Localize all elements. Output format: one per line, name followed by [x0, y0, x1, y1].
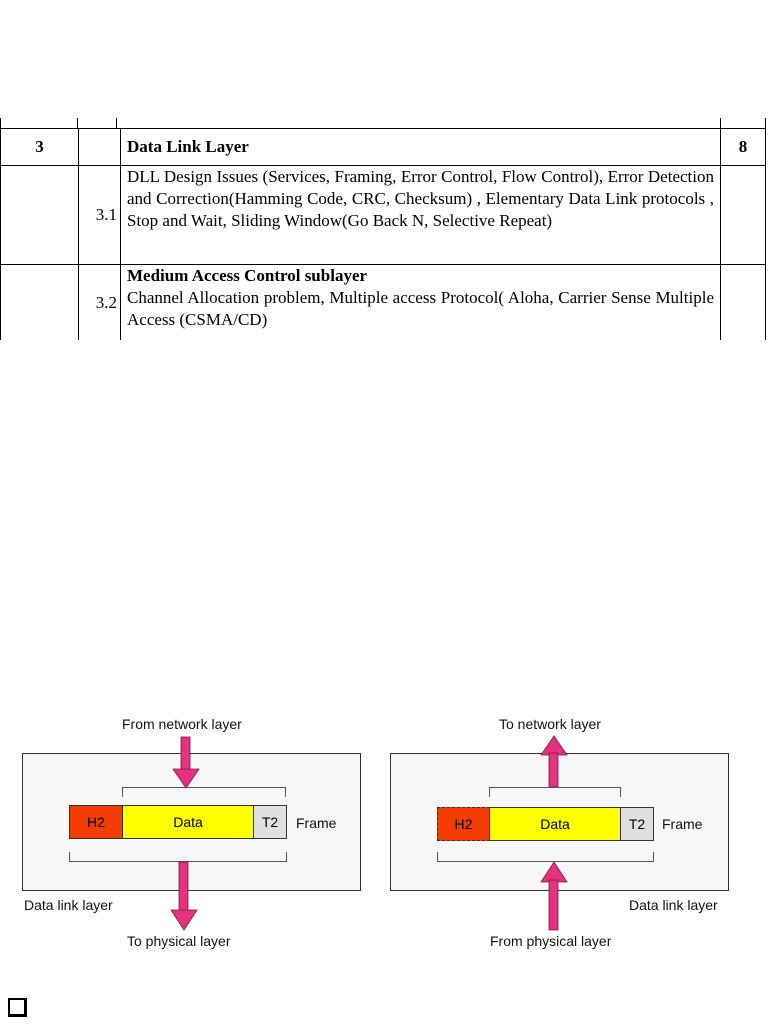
- to-network-layer-label: To network layer: [499, 716, 601, 732]
- table-cut-off: [0, 340, 768, 346]
- empty-cell: [720, 264, 766, 341]
- data-segment: Data: [489, 807, 621, 841]
- topic-body: DLL Design Issues (Services, Framing, Er…: [127, 167, 714, 230]
- data-segment: Data: [122, 805, 254, 839]
- module-hours: 8: [720, 128, 766, 166]
- down-arrow-icon: [172, 736, 200, 789]
- from-network-layer-label: From network layer: [122, 716, 242, 732]
- trailer-t2: T2: [253, 805, 287, 839]
- header-h2: H2: [69, 805, 123, 839]
- empty-cell: [720, 165, 766, 265]
- data-link-layer-label: Data link layer: [629, 897, 718, 913]
- empty-cell: [0, 264, 79, 341]
- module-header-row: 3 Data Link Layer 8: [0, 128, 766, 166]
- up-arrow-icon: [540, 735, 568, 788]
- up-arrow-icon: [540, 861, 568, 931]
- sub-number: 3.2: [78, 264, 121, 341]
- top-bracket: [122, 787, 286, 797]
- module-number: 3: [0, 128, 79, 166]
- frame-label: Frame: [662, 816, 703, 832]
- module-sub-empty: [78, 128, 121, 166]
- top-bracket: [489, 787, 621, 797]
- topic-text: DLL Design Issues (Services, Framing, Er…: [120, 165, 721, 265]
- data-link-layer-label: Data link layer: [24, 897, 113, 913]
- bottom-bracket: [437, 852, 654, 862]
- to-physical-layer-label: To physical layer: [127, 933, 231, 949]
- frame-label: Frame: [296, 815, 337, 831]
- trailer-t2: T2: [620, 807, 654, 841]
- topic-heading: Medium Access Control sublayer: [127, 266, 368, 285]
- sub-number: 3.1: [78, 165, 121, 265]
- table-row: 3.1 DLL Design Issues (Services, Framing…: [0, 165, 766, 265]
- module-title: Data Link Layer: [120, 128, 721, 166]
- down-arrow-icon: [170, 861, 198, 931]
- checkbox-bullet-icon: [8, 998, 27, 1017]
- header-h2: H2: [437, 807, 490, 841]
- empty-cell: [0, 165, 79, 265]
- topic-text: Medium Access Control sublayer Channel A…: [120, 264, 721, 341]
- bottom-bracket: [69, 852, 287, 862]
- topic-body: Channel Allocation problem, Multiple acc…: [127, 288, 714, 329]
- table-top-edge: [0, 118, 768, 128]
- from-physical-layer-label: From physical layer: [490, 933, 612, 949]
- syllabus-table: 3 Data Link Layer 8 3.1 DLL Design Issue…: [0, 128, 766, 341]
- table-row: 3.2 Medium Access Control sublayer Chann…: [0, 264, 766, 341]
